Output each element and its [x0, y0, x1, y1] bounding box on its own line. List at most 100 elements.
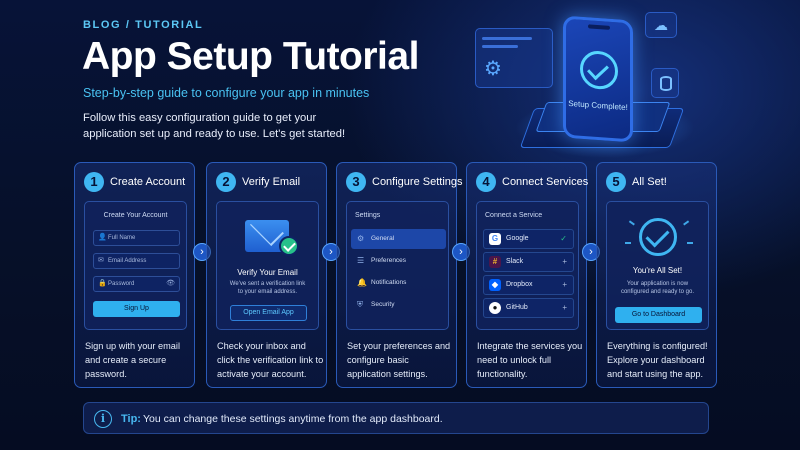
- step-number: 3: [346, 172, 366, 192]
- page-subtitle: Step-by-step guide to configure your app…: [83, 86, 370, 100]
- database-icon: [660, 76, 672, 91]
- step-title: Verify Email: [242, 176, 301, 188]
- checkmark-icon: [580, 49, 618, 91]
- form-heading: Create Your Account: [103, 212, 168, 219]
- service-google[interactable]: G Google ✓: [483, 229, 574, 249]
- sparkle-ray: [683, 220, 689, 226]
- mail-icon: ✉: [98, 257, 104, 264]
- connect-services-mockup: Connect a Service G Google ✓ # Slack + ◆ Drop…: [476, 201, 579, 330]
- phone-status-text: Setup Complete!: [568, 98, 628, 113]
- bell-icon: 🔔: [357, 278, 367, 287]
- verify-email-mockup: Verify Your Email We've sent a verificat…: [216, 201, 319, 330]
- tip-banner: i Tip: You can change these settings any…: [83, 402, 709, 434]
- step-card-verify-email: 2 Verify Email Verify Your Email We've s…: [206, 162, 327, 388]
- shield-icon: ⛨: [357, 300, 363, 309]
- phone-notch: [588, 24, 610, 30]
- settings-item-label: General: [371, 235, 395, 242]
- field-placeholder: Full Name: [108, 235, 136, 241]
- step-card-configure-settings: 3 Configure Settings Settings ⚙ General ☰…: [336, 162, 463, 388]
- all-set-mockup: You're All Set! Your application is now …: [606, 201, 709, 330]
- user-icon: 👤: [98, 234, 107, 241]
- breadcrumb[interactable]: BLOG / TUTORIAL: [83, 19, 204, 31]
- settings-heading: Settings: [355, 212, 381, 219]
- page-title: App Setup Tutorial: [82, 35, 419, 78]
- phone-illustration: Setup Complete!: [563, 15, 633, 143]
- step-number: 1: [84, 172, 104, 192]
- all-set-text: Your application is now configured and r…: [620, 281, 695, 295]
- window-bar: [482, 45, 518, 48]
- intro-text: Follow this easy configuration guide to …: [83, 112, 346, 140]
- sliders-icon: ☰: [357, 256, 365, 265]
- step-number: 4: [476, 172, 496, 192]
- step-title: Configure Settings: [372, 176, 463, 188]
- settings-item-notifications[interactable]: 🔔 Notifications: [351, 273, 446, 293]
- settings-item-general[interactable]: ⚙ General: [351, 229, 446, 249]
- add-service-button[interactable]: +: [562, 257, 567, 266]
- check-badge-icon: [279, 236, 299, 256]
- lock-icon: 🔒: [98, 280, 107, 287]
- step-title: Create Account: [110, 176, 186, 188]
- go-to-dashboard-button[interactable]: Go to Dashboard: [615, 307, 702, 323]
- sparkle-ray: [629, 220, 635, 226]
- step-title: All Set!: [632, 176, 667, 188]
- settings-item-label: Security: [371, 301, 395, 308]
- service-github[interactable]: ● GitHub +: [483, 298, 574, 318]
- service-name: Google: [506, 235, 529, 242]
- google-icon: G: [489, 233, 501, 245]
- sparkle-ray: [687, 242, 693, 244]
- step-description: Everything is configured! Explore your d…: [607, 341, 708, 379]
- service-name: Slack: [506, 258, 524, 265]
- info-icon: i: [94, 410, 112, 428]
- settings-item-label: Preferences: [371, 257, 407, 264]
- add-service-button[interactable]: +: [562, 303, 567, 312]
- verify-text: We've sent a verification link to your e…: [229, 281, 306, 295]
- verify-heading: Verify Your Email: [237, 268, 298, 277]
- github-icon: ●: [489, 302, 501, 314]
- window-panel: ⚙: [475, 28, 553, 88]
- database-panel: [651, 68, 679, 98]
- dropbox-icon: ◆: [489, 279, 501, 291]
- step-card-all-set: 5 All Set! You're All Set! Your applicat…: [596, 162, 717, 388]
- gear-icon: ⚙: [484, 58, 502, 80]
- password-field[interactable]: 🔒Password 👁: [93, 276, 180, 292]
- step-number: 2: [216, 172, 236, 192]
- step-description: Set your preferences and configure basic…: [347, 341, 451, 379]
- step-description: Sign up with your email and create a sec…: [85, 341, 180, 379]
- sparkle-ray: [625, 242, 631, 244]
- step-card-connect-services: 4 Connect Services Connect a Service G Go…: [466, 162, 589, 388]
- sign-up-button[interactable]: Sign Up: [93, 301, 180, 317]
- add-service-button[interactable]: +: [562, 280, 567, 289]
- step-description: Integrate the services you need to unloc…: [477, 341, 583, 379]
- signup-form-mockup: Create Your Account 👤Full Name ✉ Email Ad…: [84, 201, 187, 330]
- services-heading: Connect a Service: [485, 212, 543, 219]
- window-bar: [482, 37, 532, 40]
- full-name-field[interactable]: 👤Full Name: [93, 230, 180, 246]
- chevron-right-icon: ›: [582, 243, 600, 261]
- gear-icon: ⚙: [357, 234, 365, 243]
- settings-item-preferences[interactable]: ☰ Preferences: [351, 251, 446, 271]
- email-field[interactable]: ✉ Email Address: [93, 253, 180, 269]
- settings-item-security[interactable]: ⛨ Security: [351, 295, 446, 315]
- step-number: 5: [606, 172, 626, 192]
- service-slack[interactable]: # Slack +: [483, 252, 574, 272]
- service-dropbox[interactable]: ◆ Dropbox +: [483, 275, 574, 295]
- slack-icon: #: [489, 256, 501, 268]
- success-check-icon: [639, 218, 677, 256]
- service-name: Dropbox: [506, 281, 533, 288]
- step-description: Check your inbox and click the verificat…: [217, 341, 324, 379]
- eye-icon[interactable]: 👁: [166, 280, 175, 287]
- step-title: Connect Services: [502, 176, 589, 188]
- tip-label: Tip:: [121, 413, 141, 425]
- service-name: GitHub: [506, 304, 528, 311]
- open-email-app-button[interactable]: Open Email App: [230, 305, 307, 321]
- step-card-create-account: 1 Create Account Create Your Account 👤Fu…: [74, 162, 195, 388]
- field-placeholder: Email Address: [108, 258, 147, 264]
- field-placeholder: Password: [108, 281, 135, 287]
- hero-illustration: ⚙ Setup Complete! ☁: [455, 8, 725, 158]
- settings-item-label: Notifications: [371, 279, 407, 286]
- connected-check-icon: ✓: [560, 234, 567, 243]
- cloud-icon: ☁: [645, 12, 677, 38]
- tip-text: You can change these settings anytime fr…: [143, 413, 443, 425]
- all-set-heading: You're All Set!: [632, 266, 683, 275]
- settings-mockup: Settings ⚙ General ☰ Preferences 🔔 Notifica…: [346, 201, 449, 330]
